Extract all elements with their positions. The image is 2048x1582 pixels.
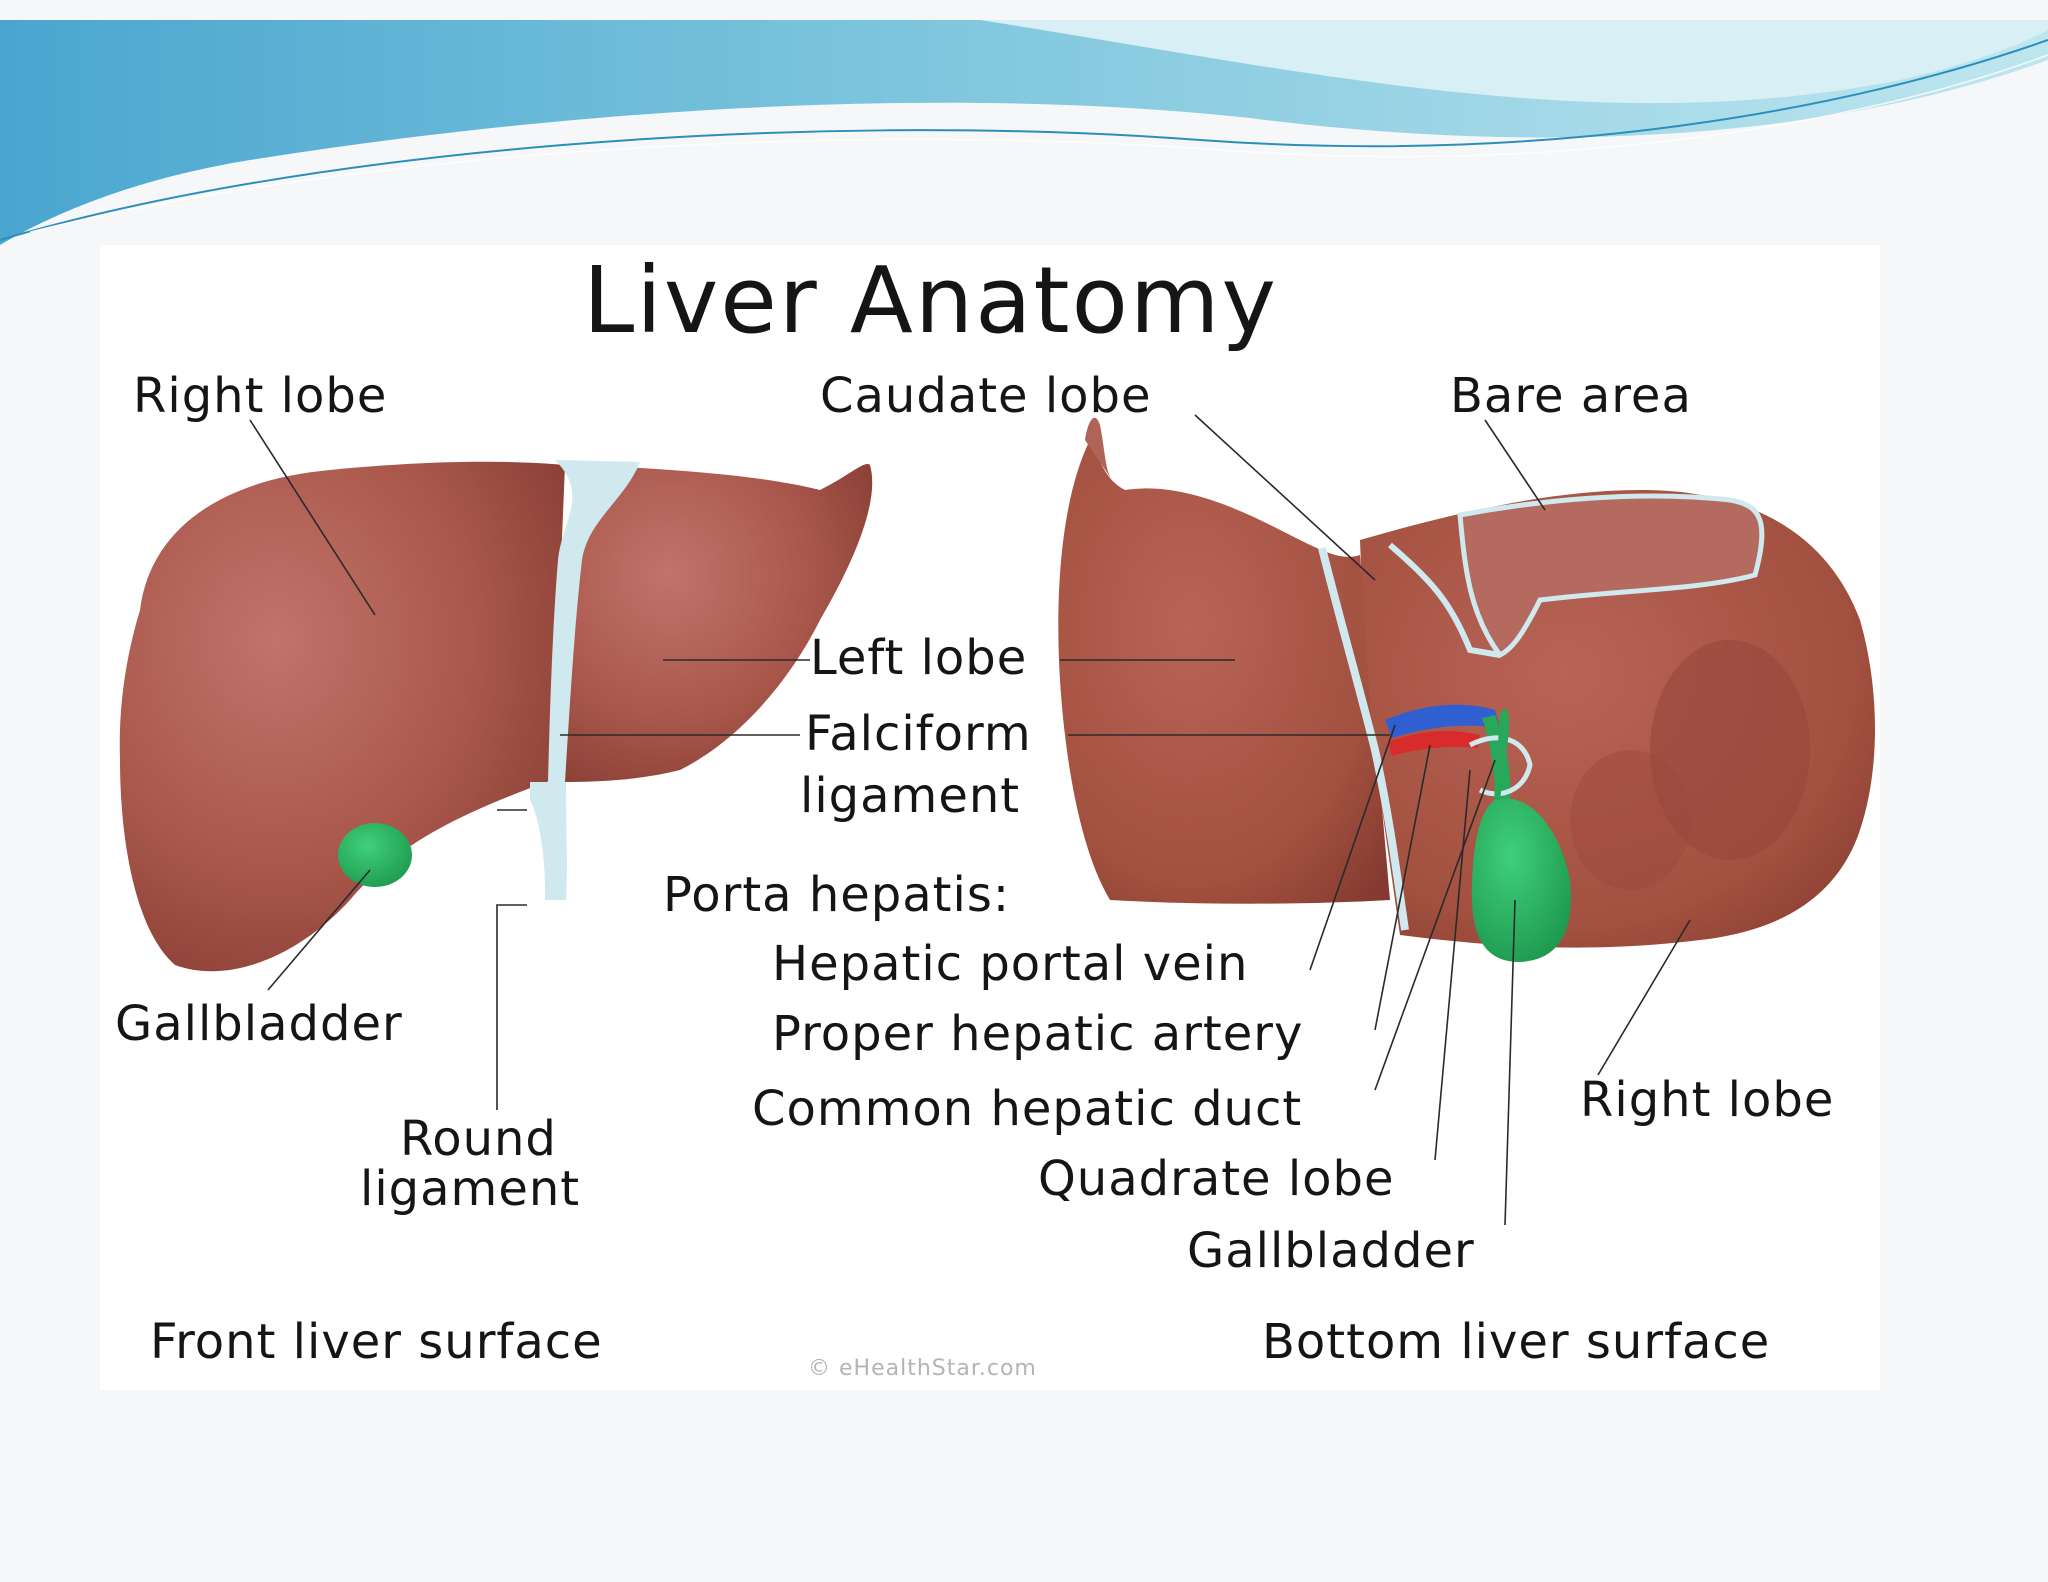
caption-bottom-surface: Bottom liver surface — [1262, 1318, 1770, 1366]
label-proper-hepatic-artery: Proper hepatic artery — [772, 1010, 1303, 1058]
label-falciform-line2: ligament — [800, 772, 1020, 820]
colic-impression — [1570, 750, 1690, 890]
label-porta-hepatis: Porta hepatis: — [663, 871, 1010, 919]
label-bare-area: Bare area — [1450, 372, 1692, 420]
label-caudate-lobe: Caudate lobe — [820, 372, 1152, 420]
leader-round-ligament — [497, 905, 527, 1110]
label-falciform-line1: Falciform — [805, 710, 1032, 758]
label-gallbladder-front: Gallbladder — [115, 1000, 403, 1048]
label-left-lobe: Left lobe — [810, 634, 1027, 682]
label-gallbladder-bottom: Gallbladder — [1187, 1227, 1475, 1275]
label-right-lobe-bottom: Right lobe — [1580, 1076, 1834, 1124]
label-quadrate-lobe: Quadrate lobe — [1038, 1155, 1395, 1203]
label-round-line1: Round — [400, 1115, 557, 1163]
bottom-left-lobe-shape — [1058, 440, 1390, 904]
label-hepatic-portal-vein: Hepatic portal vein — [772, 940, 1248, 988]
caption-front-surface: Front liver surface — [150, 1318, 603, 1366]
diagram-title: Liver Anatomy — [583, 255, 1278, 347]
bottom-liver — [1058, 418, 1875, 962]
label-round-line2: ligament — [360, 1165, 580, 1213]
front-gallbladder-shape — [338, 823, 412, 887]
label-right-lobe-front: Right lobe — [133, 372, 387, 420]
front-right-lobe-shape — [120, 462, 565, 972]
leader-bare-area — [1485, 420, 1545, 510]
round-ligament-shape — [530, 782, 567, 900]
watermark: © eHealthStar.com — [808, 1358, 1037, 1380]
label-common-hepatic-duct: Common hepatic duct — [752, 1085, 1302, 1133]
